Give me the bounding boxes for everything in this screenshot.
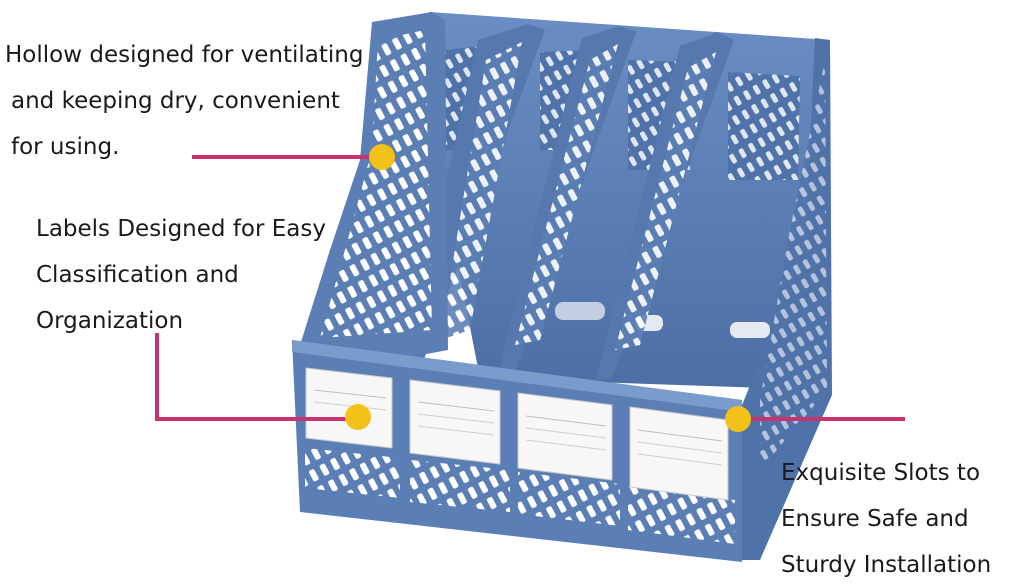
label-card — [517, 392, 613, 481]
callout-line: Organization — [36, 308, 184, 334]
label-card — [629, 406, 729, 501]
front-base — [292, 340, 742, 562]
markers — [345, 144, 751, 432]
callout-line: Ensure Safe and — [781, 506, 969, 532]
callout-line: Classification and — [36, 262, 239, 288]
callout-line: and keeping dry, convenient — [11, 88, 340, 114]
leader-lines — [155, 155, 905, 421]
divider-walls — [405, 24, 734, 380]
callout-line: Labels Designed for Easy — [36, 216, 326, 242]
left-side-wall — [300, 12, 448, 360]
labels-callout: Labels Designed for Easy Classification … — [36, 206, 326, 344]
label-card — [409, 379, 501, 465]
right-side-wall — [740, 38, 832, 560]
labels-marker-dot — [345, 404, 371, 430]
ventilation-marker-dot — [369, 144, 395, 170]
callout-line: for using. — [11, 134, 120, 160]
slots-callout: Exquisite Slots to Ensure Safe and Sturd… — [781, 450, 991, 588]
labels-leader-line — [155, 333, 354, 421]
ventilation-callout: Hollow designed for ventilating and keep… — [5, 32, 363, 170]
callout-line: Sturdy Installation — [781, 552, 992, 578]
callout-line: Exquisite Slots to — [781, 460, 981, 486]
slots-marker-dot — [725, 406, 751, 432]
label-cards — [305, 367, 729, 501]
callout-line: Hollow designed for ventilating — [5, 42, 364, 68]
